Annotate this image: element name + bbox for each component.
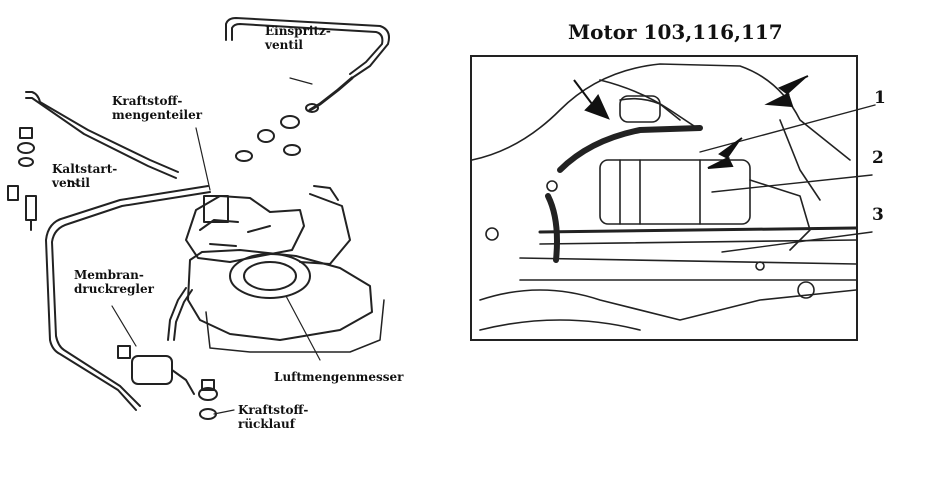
- label-kraftstoffruecklauf: Kraftstoff- rücklauf: [238, 403, 309, 431]
- callout-3: 3: [872, 205, 884, 225]
- callout-2: 2: [872, 148, 884, 168]
- engine-photo-frame: [470, 55, 858, 341]
- label-membrandruckregler: Membran- druckregler: [74, 268, 154, 296]
- callout-1: 1: [874, 88, 886, 108]
- label-einspritzventil: Einspritz- ventil: [265, 24, 331, 52]
- right-diagram-title: Motor 103,116,117: [568, 20, 783, 44]
- label-kaltstartventil: Kaltstart- ventil: [52, 162, 118, 190]
- label-luftmengenmesser: Luftmengenmesser: [274, 370, 404, 384]
- label-kraftstoffmengenteiler: Kraftstoff- mengenteiler: [112, 94, 203, 122]
